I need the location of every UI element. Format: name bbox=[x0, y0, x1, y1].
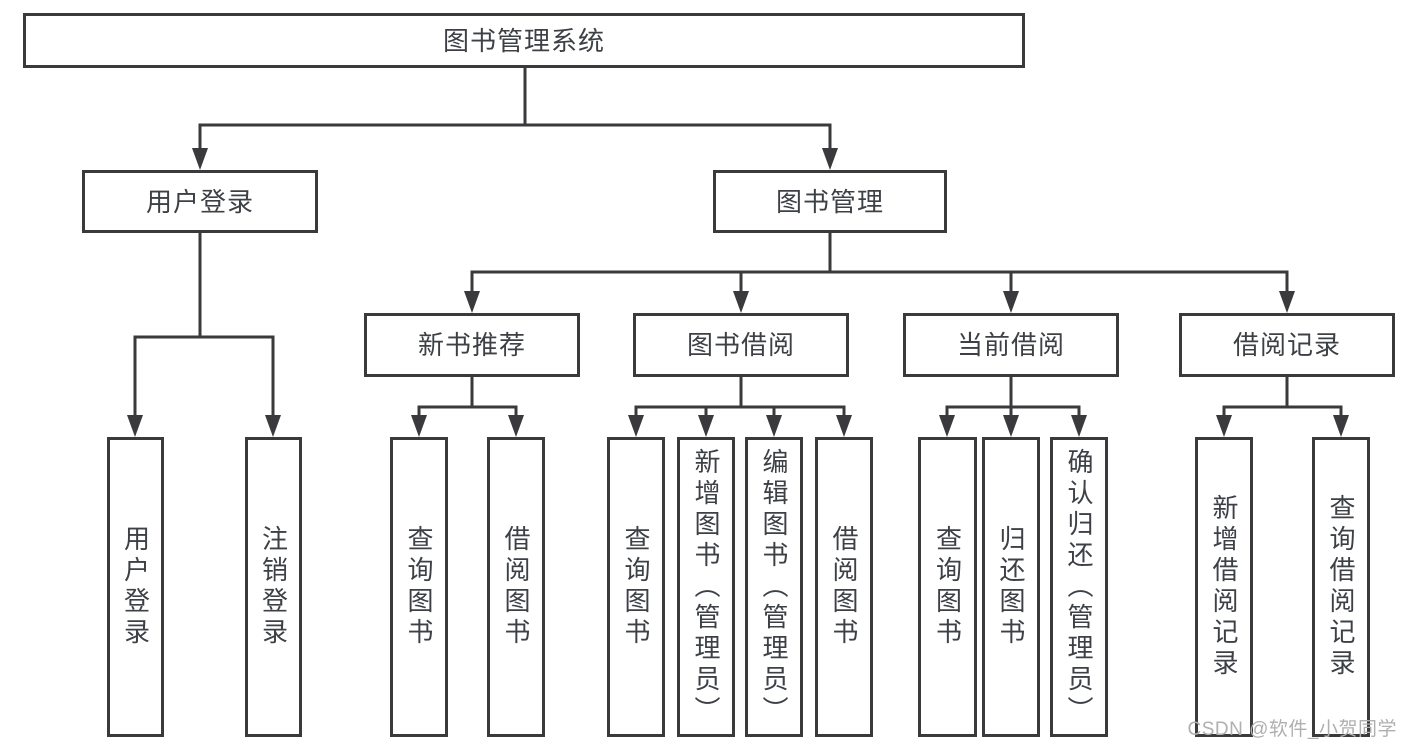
leaf-borrowing-edit-books-admin: 编辑图书（管理员） bbox=[745, 437, 803, 737]
node-book-borrowing: 图书借阅 bbox=[633, 313, 849, 377]
connector-new-book-to-leaves bbox=[411, 375, 524, 437]
node-book-management: 图书管理 bbox=[713, 170, 947, 233]
node-new-book-recommend: 新书推荐 bbox=[364, 313, 580, 377]
leaf-newbook-query-books: 查询图书 bbox=[390, 437, 448, 737]
node-current-borrowing: 当前借阅 bbox=[903, 313, 1119, 377]
leaf-logout: 注销登录 bbox=[245, 437, 302, 737]
connector-current-borrowing-to-leaves bbox=[939, 375, 1087, 437]
leaf-user-login: 用户登录 bbox=[107, 437, 164, 737]
node-root-system: 图书管理系统 bbox=[23, 13, 1025, 68]
node-borrowing-records: 借阅记录 bbox=[1179, 313, 1395, 377]
node-user-login: 用户登录 bbox=[82, 170, 318, 233]
leaf-current-return-books: 归还图书 bbox=[982, 437, 1040, 737]
connector-book-management-to-level3 bbox=[464, 231, 1295, 313]
leaf-current-query-books: 查询图书 bbox=[918, 437, 977, 737]
leaf-newbook-borrow-books: 借阅图书 bbox=[487, 437, 545, 737]
connector-book-borrowing-to-leaves bbox=[628, 375, 852, 437]
leaf-current-confirm-return-admin: 确认归还（管理员） bbox=[1050, 437, 1108, 737]
leaf-borrowing-add-books-admin: 新增图书（管理员） bbox=[677, 437, 735, 737]
connector-user-login-to-leaves bbox=[127, 231, 281, 437]
connector-root-to-level2 bbox=[192, 66, 838, 170]
csdn-watermark: CSDN @软件_小贺同学 bbox=[1187, 719, 1397, 740]
leaf-borrowing-query-books: 查询图书 bbox=[607, 437, 665, 737]
connector-borrowing-records-to-leaves bbox=[1216, 375, 1349, 437]
leaf-borrowing-borrow-books: 借阅图书 bbox=[815, 437, 873, 737]
leaf-records-add-record: 新增借阅记录 bbox=[1195, 437, 1253, 737]
leaf-records-query-record: 查询借阅记录 bbox=[1312, 437, 1370, 737]
